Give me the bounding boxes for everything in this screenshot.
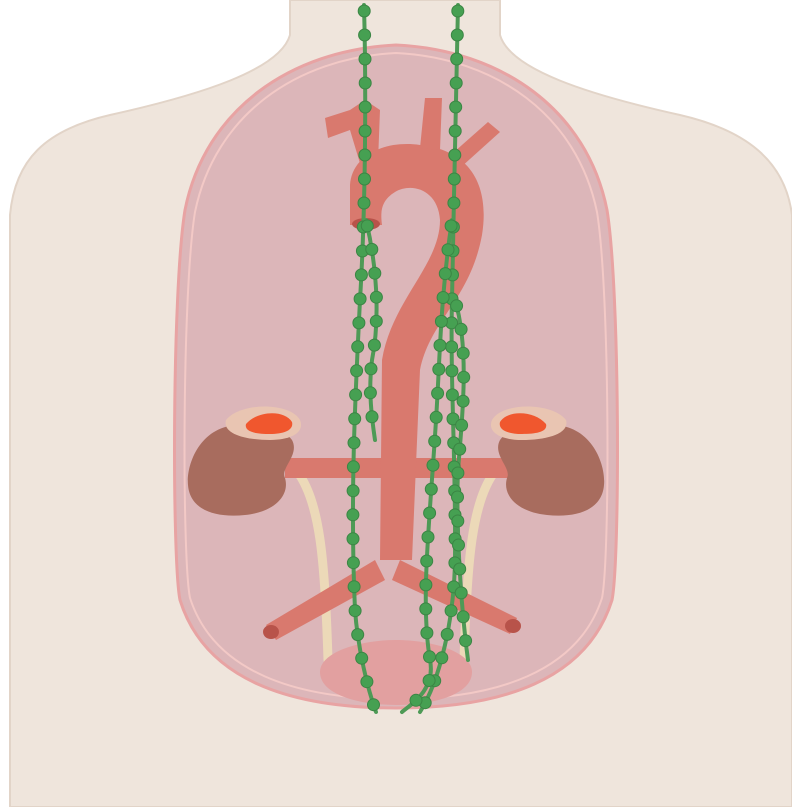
lymph-node (452, 5, 464, 17)
lymph-node (353, 317, 365, 329)
lymph-node (350, 389, 362, 401)
lymph-node (424, 507, 436, 519)
lymph-node (359, 101, 371, 113)
lymph-node (421, 627, 433, 639)
lymph-node (348, 437, 360, 449)
lymph-node (457, 347, 469, 359)
lymph-node (455, 323, 467, 335)
lymph-node (451, 53, 463, 65)
lymph-node (449, 125, 461, 137)
lymph-node (366, 243, 378, 255)
lymph-node (455, 587, 467, 599)
lymph-node (451, 29, 463, 41)
lymph-node (368, 339, 380, 351)
lymph-node (433, 363, 445, 375)
lymph-node (450, 101, 462, 113)
lymph-node (453, 539, 465, 551)
lymph-node (457, 395, 469, 407)
lymph-node (347, 461, 359, 473)
lymph-node (358, 5, 370, 17)
lymph-node (457, 611, 469, 623)
lymph-node (366, 411, 378, 423)
lymph-node (347, 557, 359, 569)
lymph-node (420, 603, 432, 615)
lymph-node (439, 268, 451, 280)
lymph-node (359, 173, 371, 185)
lymph-node (359, 77, 371, 89)
lymph-node (454, 563, 466, 575)
lymph-node (361, 676, 373, 688)
lymph-node (434, 339, 446, 351)
lymph-node (347, 509, 359, 521)
lymph-node (446, 389, 458, 401)
left-iliac-end (263, 625, 279, 639)
lymph-node (446, 365, 458, 377)
lymph-node (359, 149, 371, 161)
lymph-node (421, 555, 433, 567)
lymph-node (432, 387, 444, 399)
lymph-node (460, 635, 472, 647)
lymph-node (369, 267, 381, 279)
lymph-node (354, 293, 366, 305)
lymph-node (445, 220, 457, 232)
lymph-node (422, 531, 434, 543)
lymph-node (435, 315, 447, 327)
lymph-node (359, 29, 371, 41)
lymph-node (452, 491, 464, 503)
lymph-node (436, 652, 448, 664)
lymph-node (348, 581, 360, 593)
lymph-node (356, 652, 368, 664)
lymph-node (452, 467, 464, 479)
lymph-node (361, 220, 373, 232)
lymph-node (420, 579, 432, 591)
lymph-node (359, 125, 371, 137)
lymph-node (451, 300, 463, 312)
lymph-node (425, 483, 437, 495)
lymph-node (449, 149, 461, 161)
right-iliac-end (505, 619, 521, 633)
lymph-node (410, 694, 422, 706)
lymph-node (370, 315, 382, 327)
lymph-node (450, 77, 462, 89)
lymph-node (351, 365, 363, 377)
lymph-node (456, 419, 468, 431)
urinary-bladder (320, 640, 472, 705)
lymph-node (424, 651, 436, 663)
lymph-node (347, 485, 359, 497)
lymph-node (437, 292, 449, 304)
lymph-node (364, 387, 376, 399)
lymph-node (430, 411, 442, 423)
lymph-node (365, 363, 377, 375)
lymph-node (446, 341, 458, 353)
lymph-node (442, 244, 454, 256)
lymph-node (347, 533, 359, 545)
lymph-node (370, 291, 382, 303)
lymph-node (358, 197, 370, 209)
lymph-node (368, 699, 380, 711)
lymph-node (458, 371, 470, 383)
lymph-node (349, 605, 361, 617)
lymph-node (352, 341, 364, 353)
lymph-node (448, 197, 460, 209)
lymph-node (355, 269, 367, 281)
lymph-node (448, 173, 460, 185)
lymph-node (359, 53, 371, 65)
lymph-node (445, 605, 457, 617)
lymph-node (423, 675, 435, 687)
lymph-node (441, 628, 453, 640)
lymph-node (427, 459, 439, 471)
lymph-node (352, 629, 364, 641)
lymph-node (452, 515, 464, 527)
lymph-node (454, 443, 466, 455)
lymph-node (429, 435, 441, 447)
lymph-node (349, 413, 361, 425)
